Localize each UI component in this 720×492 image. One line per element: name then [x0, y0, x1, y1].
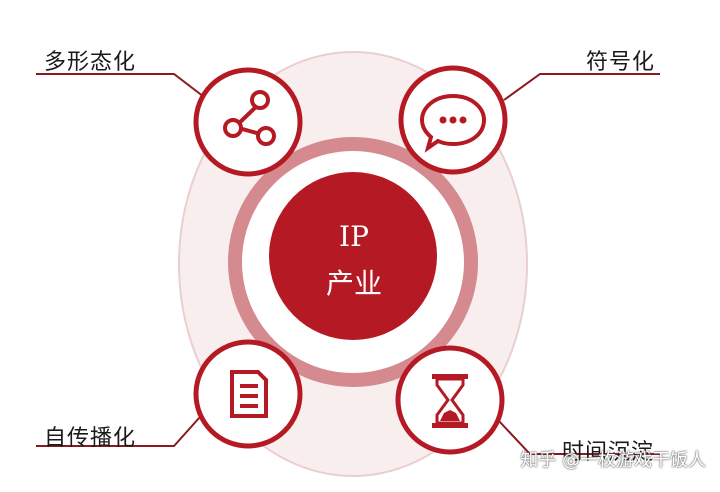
node-label-time-accumulation: 时间沉淀 — [562, 440, 655, 465]
node-label-self-propagation: 自传播化 — [44, 426, 137, 451]
node-time-accumulation — [395, 345, 505, 455]
node-label-polymorphism: 多形态化 — [44, 50, 137, 75]
node-symbolization — [398, 65, 508, 175]
chat-bubble-icon — [419, 93, 487, 153]
connector-line-bl — [36, 407, 209, 447]
center-circle — [269, 172, 437, 340]
watermark: 知乎 @一枚游戏干饭人 — [520, 450, 706, 471]
center-subtitle: 产业 — [325, 267, 382, 300]
share-nodes-icon — [223, 90, 276, 146]
connector-line-tl — [36, 73, 209, 101]
node-self-propagation — [193, 339, 303, 449]
connector-line-br — [497, 419, 660, 455]
node-polymorphism — [193, 67, 303, 177]
node-label-symbolization: 符号化 — [586, 50, 656, 75]
connector-line-tr — [503, 73, 660, 101]
document-icon — [230, 370, 268, 418]
hourglass-icon — [432, 374, 468, 428]
center-title: IP — [339, 220, 369, 253]
